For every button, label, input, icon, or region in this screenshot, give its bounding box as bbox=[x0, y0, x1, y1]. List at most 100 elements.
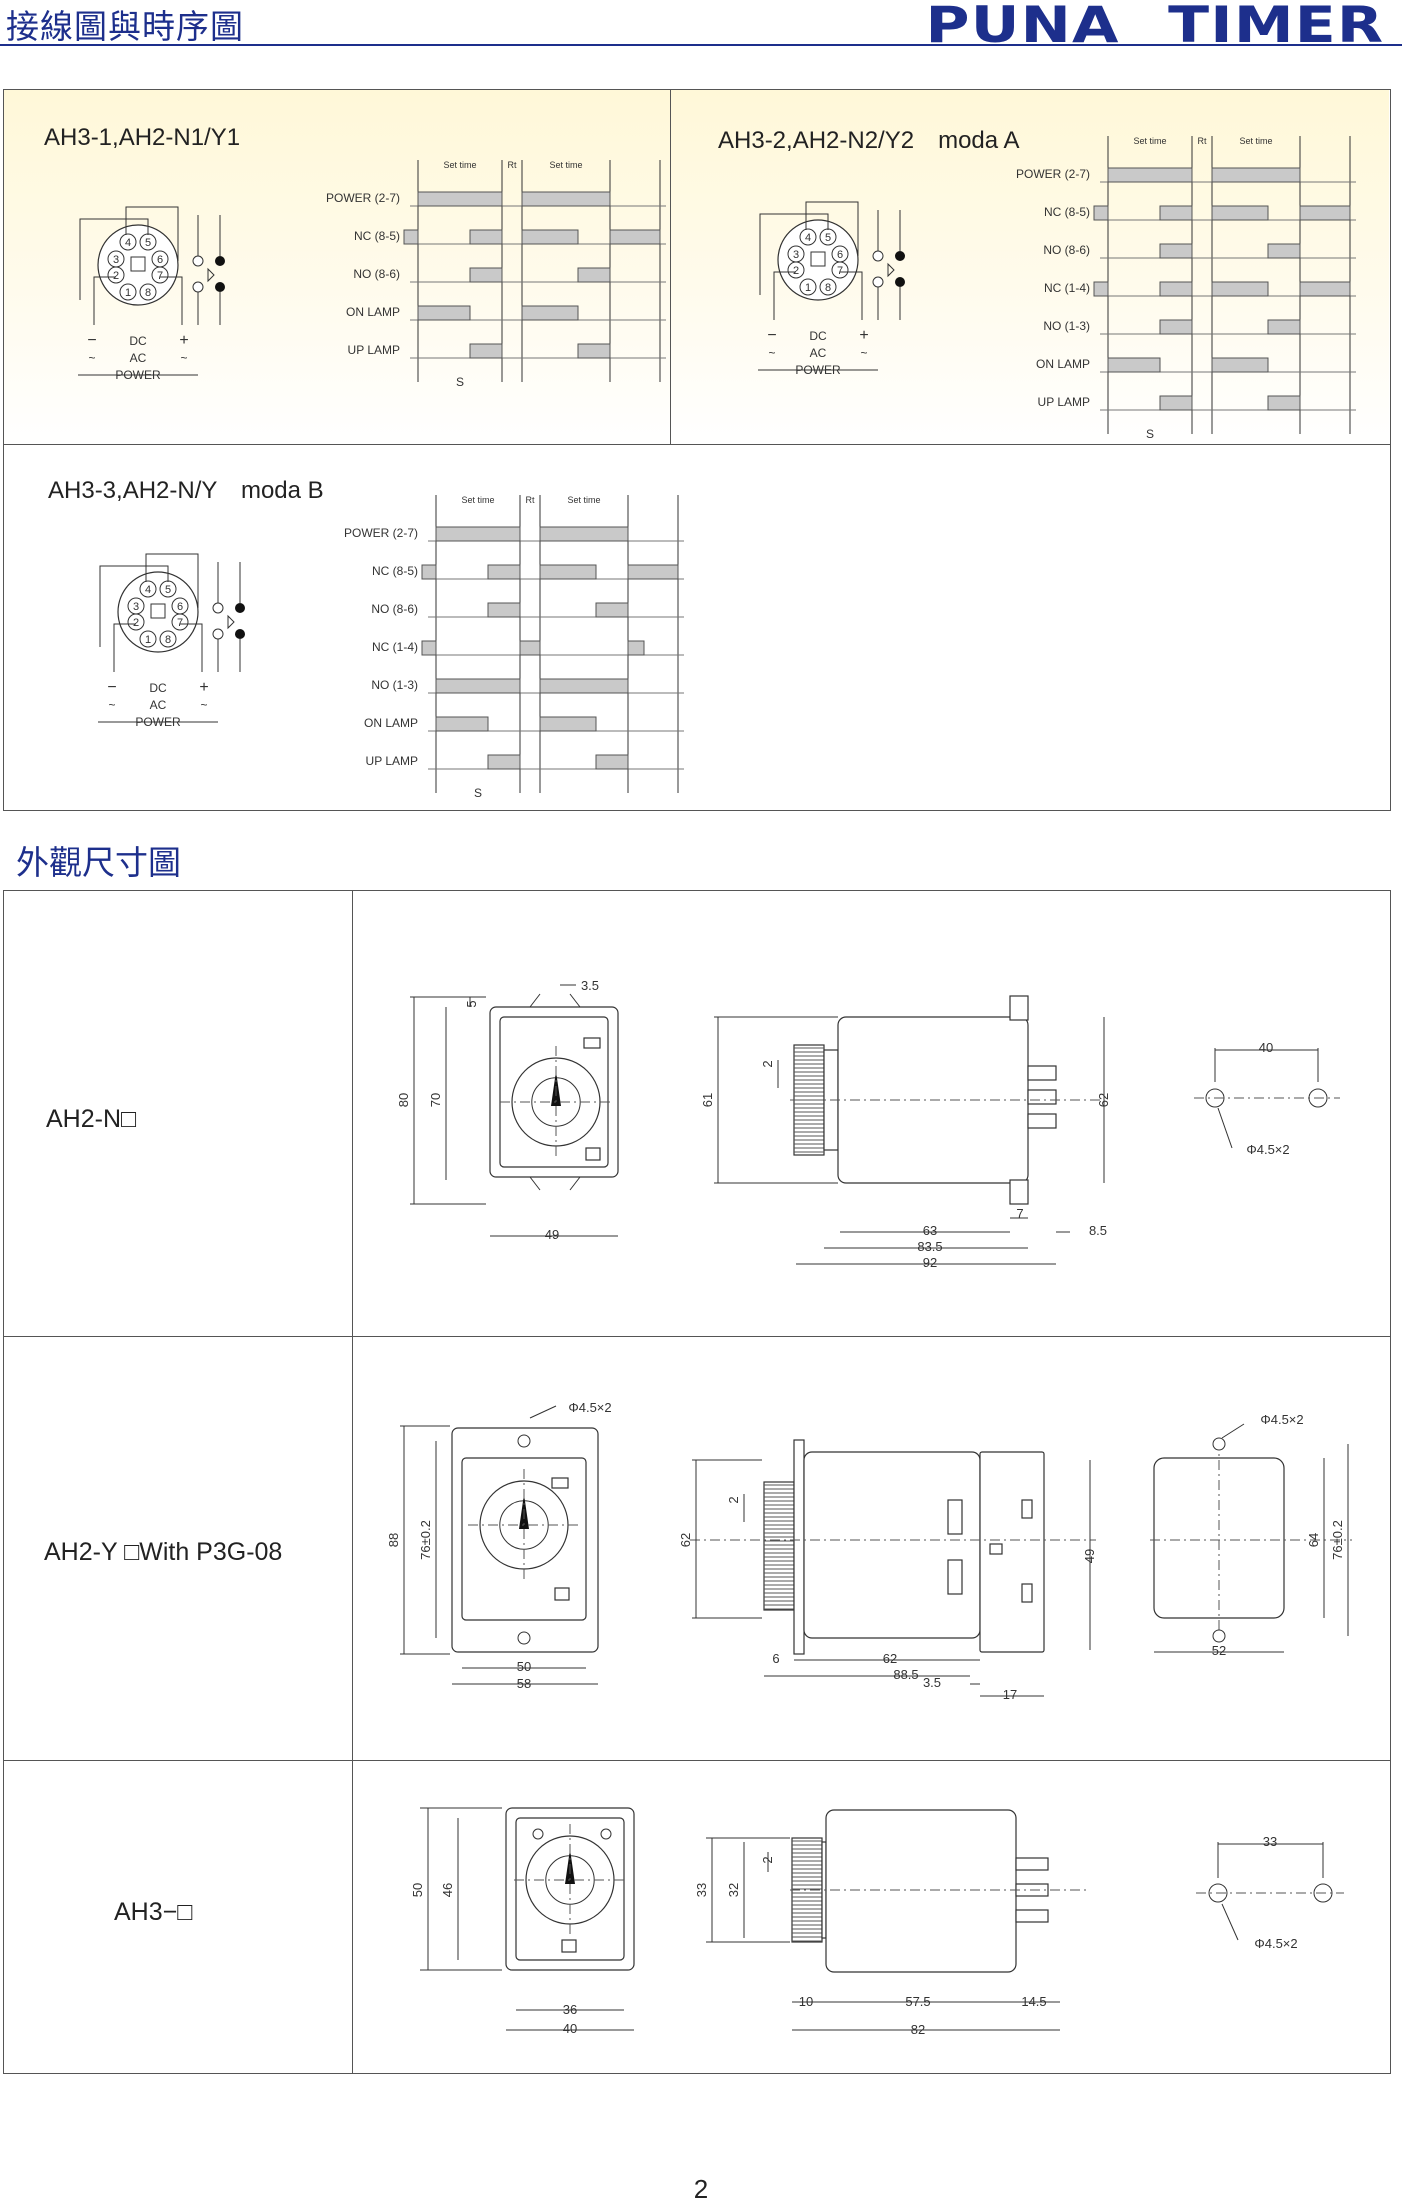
socket-2-tilde: ~ bbox=[768, 346, 775, 360]
socket-2-pin-label: 5 bbox=[825, 232, 831, 244]
socket-1-plus: + bbox=[179, 332, 188, 349]
dim-64: 64 bbox=[1306, 1533, 1321, 1547]
dim-hole: Φ4.5×2 bbox=[1260, 1412, 1303, 1427]
dim-8.5: 8.5 bbox=[1089, 1223, 1107, 1238]
ah3-indicator bbox=[561, 1939, 577, 1953]
socket-1-minus: − bbox=[87, 332, 96, 349]
ah2y-cutout bbox=[1153, 1457, 1285, 1619]
dim-36: 36 bbox=[563, 2002, 577, 2017]
socket-2-pin-label: 1 bbox=[805, 282, 811, 294]
signal-bar bbox=[1159, 319, 1193, 335]
signal-bar bbox=[1211, 357, 1269, 373]
signal-label-4: NO (1-3) bbox=[1043, 319, 1090, 333]
dim-92: 92 bbox=[923, 1255, 937, 1270]
dim-32: 32 bbox=[726, 1883, 741, 1897]
ah2y-term bbox=[989, 1543, 1003, 1555]
socket-3-pin-4 bbox=[139, 580, 157, 598]
signal-bar bbox=[539, 564, 597, 580]
socket-3-socket-key bbox=[150, 603, 166, 619]
dim-33: 33 bbox=[1263, 1834, 1277, 1849]
set-time-label: Set time bbox=[1239, 136, 1272, 146]
dim-58: 58 bbox=[517, 1676, 531, 1691]
s-label: S bbox=[456, 375, 464, 389]
socket-2-pin-4 bbox=[799, 228, 817, 246]
signal-bar bbox=[1159, 281, 1193, 297]
set-time-label: Set time bbox=[1133, 136, 1166, 146]
signal-bar bbox=[1267, 243, 1301, 259]
dim-61: 61 bbox=[700, 1093, 715, 1107]
socket-2-pin-1 bbox=[799, 278, 817, 296]
signal-bar bbox=[403, 229, 419, 245]
socket-3-pin-7 bbox=[171, 613, 189, 631]
signal-label-6: UP LAMP bbox=[366, 754, 418, 768]
signal-bar bbox=[521, 229, 579, 245]
dim-57.5: 57.5 bbox=[905, 1994, 930, 2009]
signal-bar bbox=[469, 343, 503, 359]
socket-1-wire bbox=[125, 206, 179, 261]
leader bbox=[529, 1405, 557, 1419]
signal-label-2: NO (8-6) bbox=[353, 267, 400, 281]
socket-1-pin-8 bbox=[139, 283, 157, 301]
dim-hole: Φ4.5×2 bbox=[1246, 1142, 1289, 1157]
socket-3-pin-label: 2 bbox=[133, 617, 139, 629]
ah2n-indicator bbox=[583, 1037, 601, 1049]
dim-50: 50 bbox=[410, 1883, 425, 1897]
leader bbox=[1221, 1423, 1245, 1439]
s-label: S bbox=[1146, 427, 1154, 441]
socket-3-lamp-contact bbox=[235, 629, 245, 639]
signal-bar bbox=[1107, 167, 1193, 183]
wiring-frame bbox=[3, 89, 1391, 811]
ah3-pin bbox=[1015, 1857, 1049, 1871]
signal-bar bbox=[1093, 281, 1109, 297]
signal-bar bbox=[421, 640, 437, 656]
socket-1-pin-4 bbox=[119, 233, 137, 251]
socket-3-wire bbox=[145, 553, 199, 608]
signal-label-6: UP LAMP bbox=[1038, 395, 1090, 409]
dim-52: 52 bbox=[1212, 1643, 1226, 1658]
socket-3-ac-label: AC bbox=[150, 698, 167, 712]
signal-label-3: ON LAMP bbox=[346, 305, 400, 319]
socket-2-pin-label: 8 bbox=[825, 282, 831, 294]
ah2n-clip bbox=[569, 1176, 581, 1191]
ah3-side-body bbox=[825, 1809, 1017, 1973]
signal-bar bbox=[595, 602, 629, 618]
dim-49: 49 bbox=[1082, 1549, 1097, 1563]
page-number: 2 bbox=[693, 2174, 709, 2204]
dim-62: 62 bbox=[883, 1651, 897, 1666]
signal-bar bbox=[417, 191, 503, 207]
panel-title-3: AH3-3,AH2-N/Y moda B bbox=[48, 477, 324, 504]
signal-bar bbox=[435, 526, 521, 542]
dim-2: 2 bbox=[760, 1060, 775, 1067]
signal-bar bbox=[577, 267, 611, 283]
socket-2-wire bbox=[759, 213, 829, 295]
signal-label-1: NC (8-5) bbox=[354, 229, 400, 243]
socket-1-pin-1 bbox=[119, 283, 137, 301]
dim-50: 50 bbox=[517, 1659, 531, 1674]
dim-7: 7 bbox=[1016, 1206, 1023, 1221]
socket-1-diode-symbol bbox=[207, 267, 215, 283]
signal-bar bbox=[417, 305, 471, 321]
socket-1-tilde: ~ bbox=[88, 351, 95, 365]
socket-3-diode-symbol bbox=[227, 614, 235, 630]
dim-14.5: 14.5 bbox=[1021, 1994, 1046, 2009]
ah3-screw bbox=[532, 1828, 544, 1840]
signal-bar bbox=[1159, 395, 1193, 411]
dim-5: 5 bbox=[464, 1000, 479, 1007]
dim-6: 6 bbox=[772, 1651, 779, 1666]
dim-40: 40 bbox=[563, 2021, 577, 2036]
signal-label-0: POWER (2-7) bbox=[344, 526, 418, 540]
dim-88: 88 bbox=[386, 1533, 401, 1547]
signal-bar bbox=[577, 343, 611, 359]
socket-1-dc-label: DC bbox=[129, 334, 147, 348]
ah2y-terminal bbox=[947, 1499, 963, 1535]
ah2y-side-body bbox=[803, 1451, 981, 1639]
socket-2-power-label: POWER bbox=[795, 363, 841, 377]
dim-hole: Φ4.5×2 bbox=[1254, 1936, 1297, 1951]
rt-label: Rt bbox=[508, 160, 517, 170]
socket-3-pin-2 bbox=[127, 613, 145, 631]
socket-1-wire bbox=[93, 276, 116, 325]
socket-2-dc-label: DC bbox=[809, 329, 827, 343]
socket-2-pin-2 bbox=[787, 261, 805, 279]
socket-1-ac-label: AC bbox=[130, 351, 147, 365]
ah2y-mount-hole bbox=[517, 1434, 531, 1448]
